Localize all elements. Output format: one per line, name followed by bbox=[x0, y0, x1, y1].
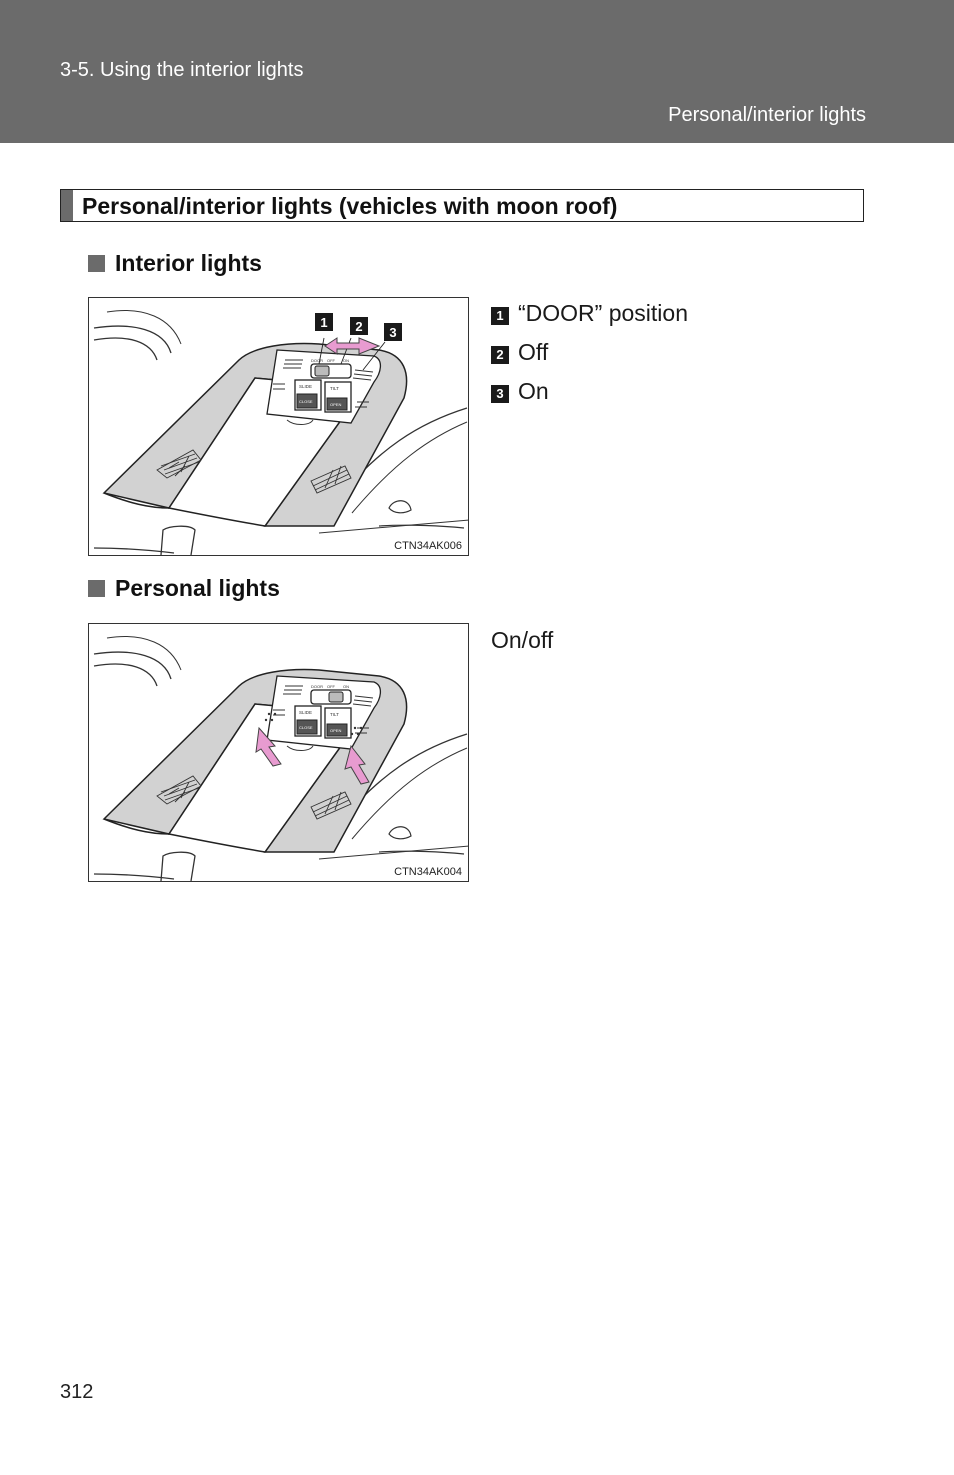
personal-lights-heading-text: Personal lights bbox=[115, 575, 280, 601]
callout-1: 1 bbox=[320, 315, 327, 330]
interior-figure-code: CTN34AK006 bbox=[394, 540, 462, 552]
page-number: 312 bbox=[60, 1381, 94, 1403]
legend-label-door: “DOOR” position bbox=[518, 300, 688, 326]
legend-item-door: 1 “DOOR” position bbox=[491, 298, 688, 337]
header-section-title: 3-5. Using the interior lights bbox=[60, 59, 304, 81]
switch-label-door: DOOR bbox=[311, 358, 323, 363]
legend-number-2: 2 bbox=[491, 346, 509, 364]
personal-lights-figure: DOOR OFF ON SLIDE TILT CLOSE OPEN CTN34A… bbox=[88, 623, 469, 882]
legend-item-off: 2 Off bbox=[491, 337, 688, 376]
personal-lights-heading: Personal lights bbox=[88, 575, 280, 602]
section-title-marker bbox=[61, 190, 73, 221]
button-label-slide: SLIDE bbox=[299, 384, 312, 389]
personal-lights-illustration: DOOR OFF ON SLIDE TILT CLOSE OPEN bbox=[93, 636, 468, 881]
button-label-close: CLOSE bbox=[299, 399, 313, 404]
button-label-slide: SLIDE bbox=[299, 710, 312, 715]
legend-item-on: 3 On bbox=[491, 376, 688, 415]
switch-label-on: ON bbox=[343, 358, 349, 363]
section-title: Personal/interior lights (vehicles with … bbox=[82, 193, 618, 219]
interior-lights-heading: Interior lights bbox=[88, 250, 262, 277]
header-topic-title: Personal/interior lights bbox=[668, 104, 866, 126]
button-label-open: OPEN bbox=[330, 402, 341, 407]
button-label-tilt: TILT bbox=[330, 386, 339, 391]
personal-lights-description: On/off bbox=[491, 625, 553, 664]
section-title-box: Personal/interior lights (vehicles with … bbox=[60, 189, 864, 222]
legend-number-1: 1 bbox=[491, 307, 509, 325]
button-label-tilt: TILT bbox=[330, 712, 339, 717]
switch-label-off: OFF bbox=[327, 358, 336, 363]
switch-label-off: OFF bbox=[327, 684, 336, 689]
personal-lights-on-off: On/off bbox=[491, 627, 554, 653]
callout-3: 3 bbox=[389, 325, 396, 340]
interior-lights-illustration: DOOR OFF ON SLIDE TILT CLOSE OPEN 1 2 3 bbox=[93, 310, 468, 555]
button-label-open: OPEN bbox=[330, 728, 341, 733]
legend-label-off: Off bbox=[518, 339, 549, 365]
switch-label-door: DOOR bbox=[311, 684, 323, 689]
personal-figure-code: CTN34AK004 bbox=[394, 866, 462, 878]
interior-lights-legend: 1 “DOOR” position 2 Off 3 On bbox=[491, 298, 688, 415]
square-bullet-icon bbox=[88, 580, 105, 597]
page-header: 3-5. Using the interior lights Personal/… bbox=[0, 0, 954, 143]
button-label-close: CLOSE bbox=[299, 725, 313, 730]
legend-number-3: 3 bbox=[491, 385, 509, 403]
legend-label-on: On bbox=[518, 378, 549, 404]
callout-2: 2 bbox=[355, 319, 362, 334]
interior-lights-heading-text: Interior lights bbox=[115, 250, 262, 276]
switch-label-on: ON bbox=[343, 684, 349, 689]
square-bullet-icon bbox=[88, 255, 105, 272]
interior-lights-figure: DOOR OFF ON SLIDE TILT CLOSE OPEN 1 2 3 … bbox=[88, 297, 469, 556]
